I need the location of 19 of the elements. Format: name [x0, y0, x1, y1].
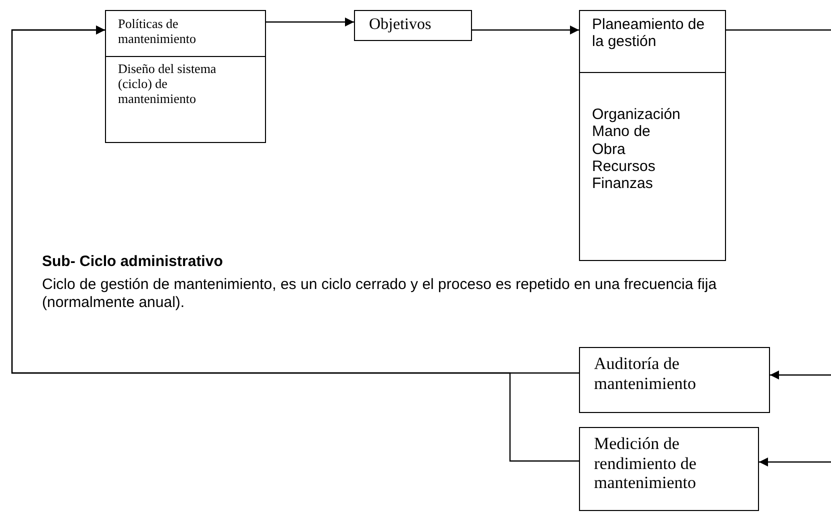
description-text: Ciclo de gestión de mantenimiento, es un ciclo cerrado y el proceso es repetido en una frecuencia fija (normalmente anual). [42, 276, 718, 312]
box-heading: Medición de rendimiento de mantenimiento [593, 433, 698, 494]
divided-process-box [105, 10, 266, 143]
connector-arrow [472, 26, 579, 34]
connector-arrow [266, 18, 354, 26]
connector-arrow [11, 26, 579, 462]
connector-arrow [759, 458, 831, 466]
box-heading: Políticas de mantenimiento [106, 11, 265, 57]
box-heading: Auditoría de mantenimiento [593, 353, 697, 395]
process-box [579, 427, 759, 511]
box-text: Organización Mano de Obra Recursos Finanzas [591, 105, 682, 194]
connector-arrow [770, 370, 831, 380]
process-box [579, 347, 770, 413]
section-heading: Sub- Ciclo administrativo [42, 253, 224, 271]
box-heading: Objetivos [368, 15, 432, 35]
process-box [354, 10, 472, 41]
box-heading: Planeamiento de la gestión [580, 11, 725, 73]
divided-process-box [579, 10, 726, 261]
box-text: Diseño del sistema (ciclo) de mantenimiento [117, 60, 218, 108]
